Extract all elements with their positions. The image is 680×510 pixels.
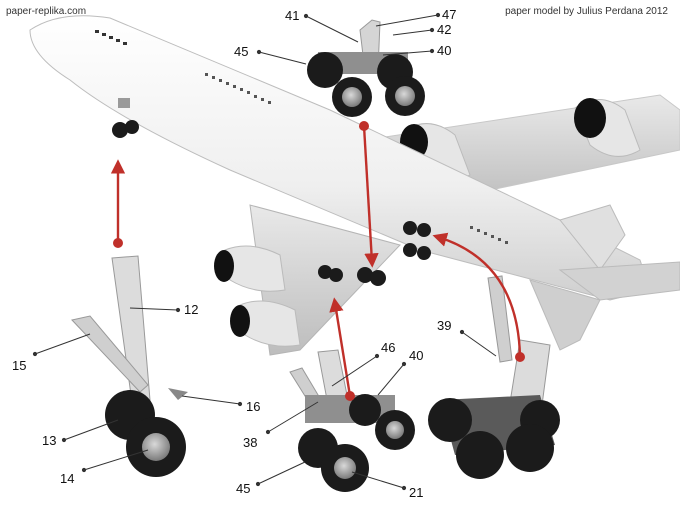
leader-lines	[32, 12, 497, 491]
callout-16: 16	[246, 399, 261, 414]
callout-21: 21	[409, 485, 424, 500]
callout-39: 39	[437, 318, 452, 333]
left-engine-outer	[214, 245, 286, 292]
callout-40-bottom: 40	[409, 348, 424, 363]
callout-12: 12	[184, 302, 199, 317]
vertical-stabilizer	[559, 204, 626, 271]
callout-42: 42	[437, 22, 452, 37]
body-gear-attached	[318, 221, 431, 286]
site-label: paper-replika.com	[6, 6, 87, 17]
callout-38: 38	[243, 435, 258, 450]
callout-15: 15	[12, 358, 27, 373]
assembly-arrows	[110, 125, 522, 397]
callout-45-top: 45	[234, 44, 249, 59]
detached-gear-left	[71, 255, 188, 477]
callout-46: 46	[381, 340, 396, 355]
detached-gear-right	[428, 275, 560, 479]
detached-gear-top	[307, 19, 425, 117]
stabilizer-lower	[529, 279, 601, 351]
left-engine-inner	[230, 300, 301, 347]
credit-label: paper model by Julius Perdana 2012	[505, 6, 668, 17]
callout-40-top: 40	[437, 43, 452, 58]
right-engine-outer	[574, 98, 641, 157]
callout-45-bottom: 45	[236, 481, 251, 496]
callout-47: 47	[442, 7, 457, 22]
horizontal-stabilizer	[558, 261, 680, 301]
callout-14: 14	[60, 471, 75, 486]
callout-41: 41	[285, 8, 300, 23]
nose-gear-attached	[112, 98, 139, 138]
detached-gear-middle	[289, 349, 415, 492]
fuselage	[29, 15, 651, 301]
callout-13: 13	[42, 433, 57, 448]
